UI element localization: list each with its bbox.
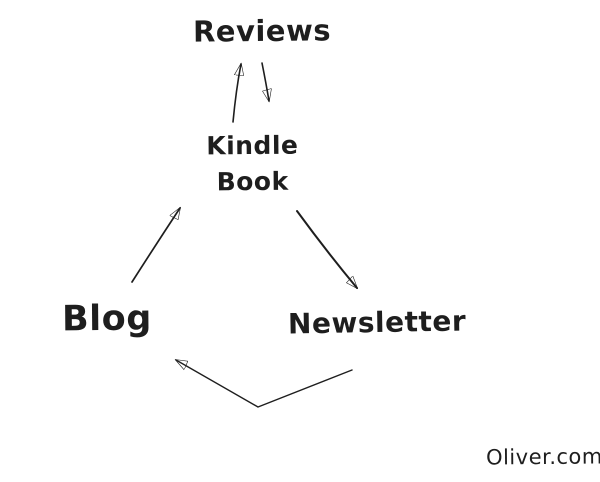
node-newsletter: Newsletter	[287, 304, 467, 341]
node-kindle-book-line1: Kindle	[206, 130, 299, 161]
edge-kindle-to-reviews	[232, 64, 241, 123]
node-kindle-book-line2: Book	[216, 166, 289, 197]
watermark: Oliver.com	[485, 444, 600, 470]
node-kindle-book: Kindle Book	[195, 127, 311, 200]
node-reviews: Reviews	[192, 13, 332, 49]
edge-newsletter-to-blog	[176, 360, 353, 408]
edge-blog-to-kindle	[131, 208, 181, 283]
edge-reviews-to-kindle	[261, 62, 269, 101]
node-blog: Blog	[61, 298, 152, 340]
edge-kindle-to-newsletter	[296, 210, 358, 288]
